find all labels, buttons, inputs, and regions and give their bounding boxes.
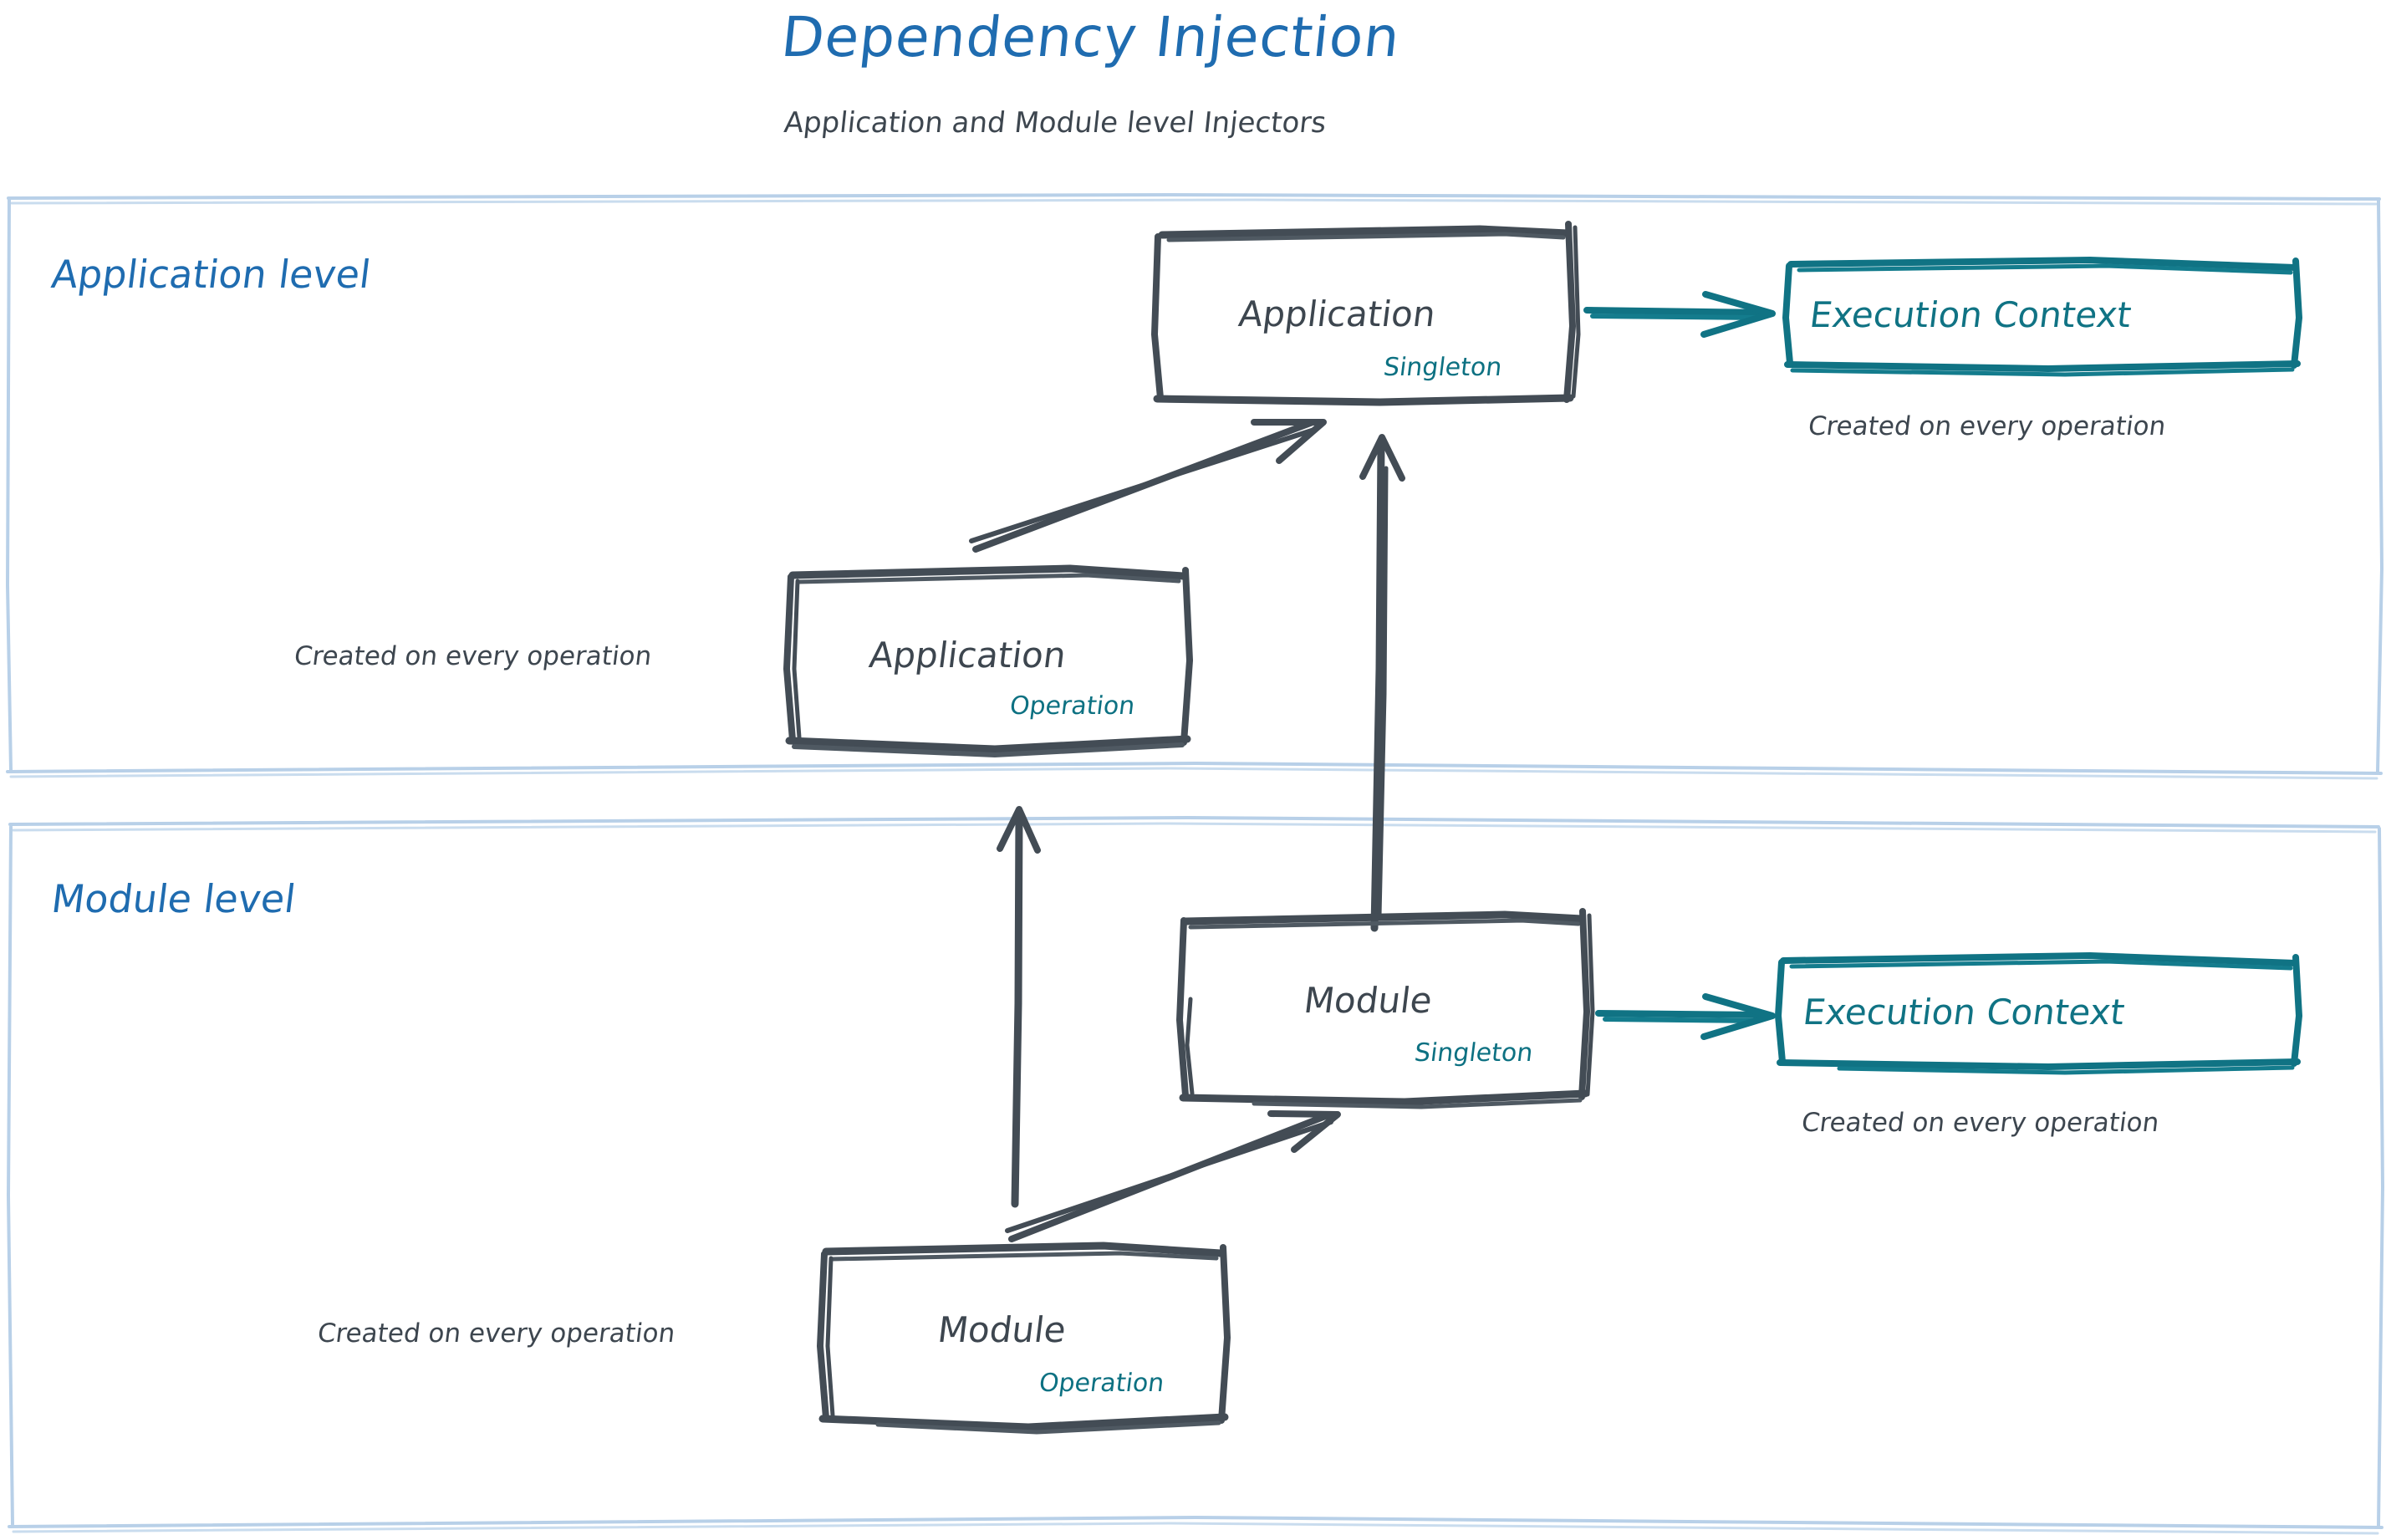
page-subtitle: Application and Module level Injectors <box>782 106 1328 140</box>
module-execution-context-box-outline <box>1774 951 2303 1075</box>
application-execution-context-box-outline <box>1782 256 2303 377</box>
arrow-module-operation-to-app-operation <box>997 806 1041 1208</box>
module-execution-context-caption: Created on every operation <box>1799 1108 2161 1138</box>
module-operation-box-outline <box>816 1242 1231 1435</box>
arrow-module-singleton-to-app-singleton <box>1359 434 1405 932</box>
page-title: Dependency Injection <box>778 5 1404 69</box>
application-singleton-box-outline <box>1150 221 1581 406</box>
module-operation-caption: Created on every operation <box>315 1318 677 1349</box>
module-singleton-title[interactable]: Module <box>1302 980 1435 1021</box>
application-singleton-scope: Singleton <box>1381 353 1504 382</box>
module-level-container <box>6 815 2385 1535</box>
module-singleton-scope: Singleton <box>1412 1038 1535 1068</box>
application-operation-title[interactable]: Application <box>867 635 1068 676</box>
arrow-module-singleton-to-exec-context <box>1595 993 1776 1040</box>
application-operation-caption: Created on every operation <box>292 641 654 671</box>
module-execution-context-title[interactable]: Execution Context <box>1801 992 2128 1033</box>
arrow-app-operation-to-app-singleton <box>969 419 1327 553</box>
application-level-container <box>5 192 2384 780</box>
module-singleton-box-outline <box>1175 908 1595 1109</box>
arrow-module-operation-to-module-singleton <box>1005 1110 1341 1242</box>
application-level-label: Application level <box>48 252 374 297</box>
application-execution-context-title[interactable]: Execution Context <box>1807 294 2134 335</box>
application-operation-box-outline <box>783 564 1194 758</box>
module-operation-scope: Operation <box>1037 1369 1166 1398</box>
arrow-app-singleton-to-exec-context <box>1583 291 1776 338</box>
module-operation-title[interactable]: Module <box>936 1309 1068 1350</box>
application-execution-context-caption: Created on every operation <box>1806 411 2168 441</box>
module-level-label: Module level <box>48 876 298 921</box>
application-singleton-title[interactable]: Application <box>1236 293 1438 334</box>
application-operation-scope: Operation <box>1007 691 1137 721</box>
